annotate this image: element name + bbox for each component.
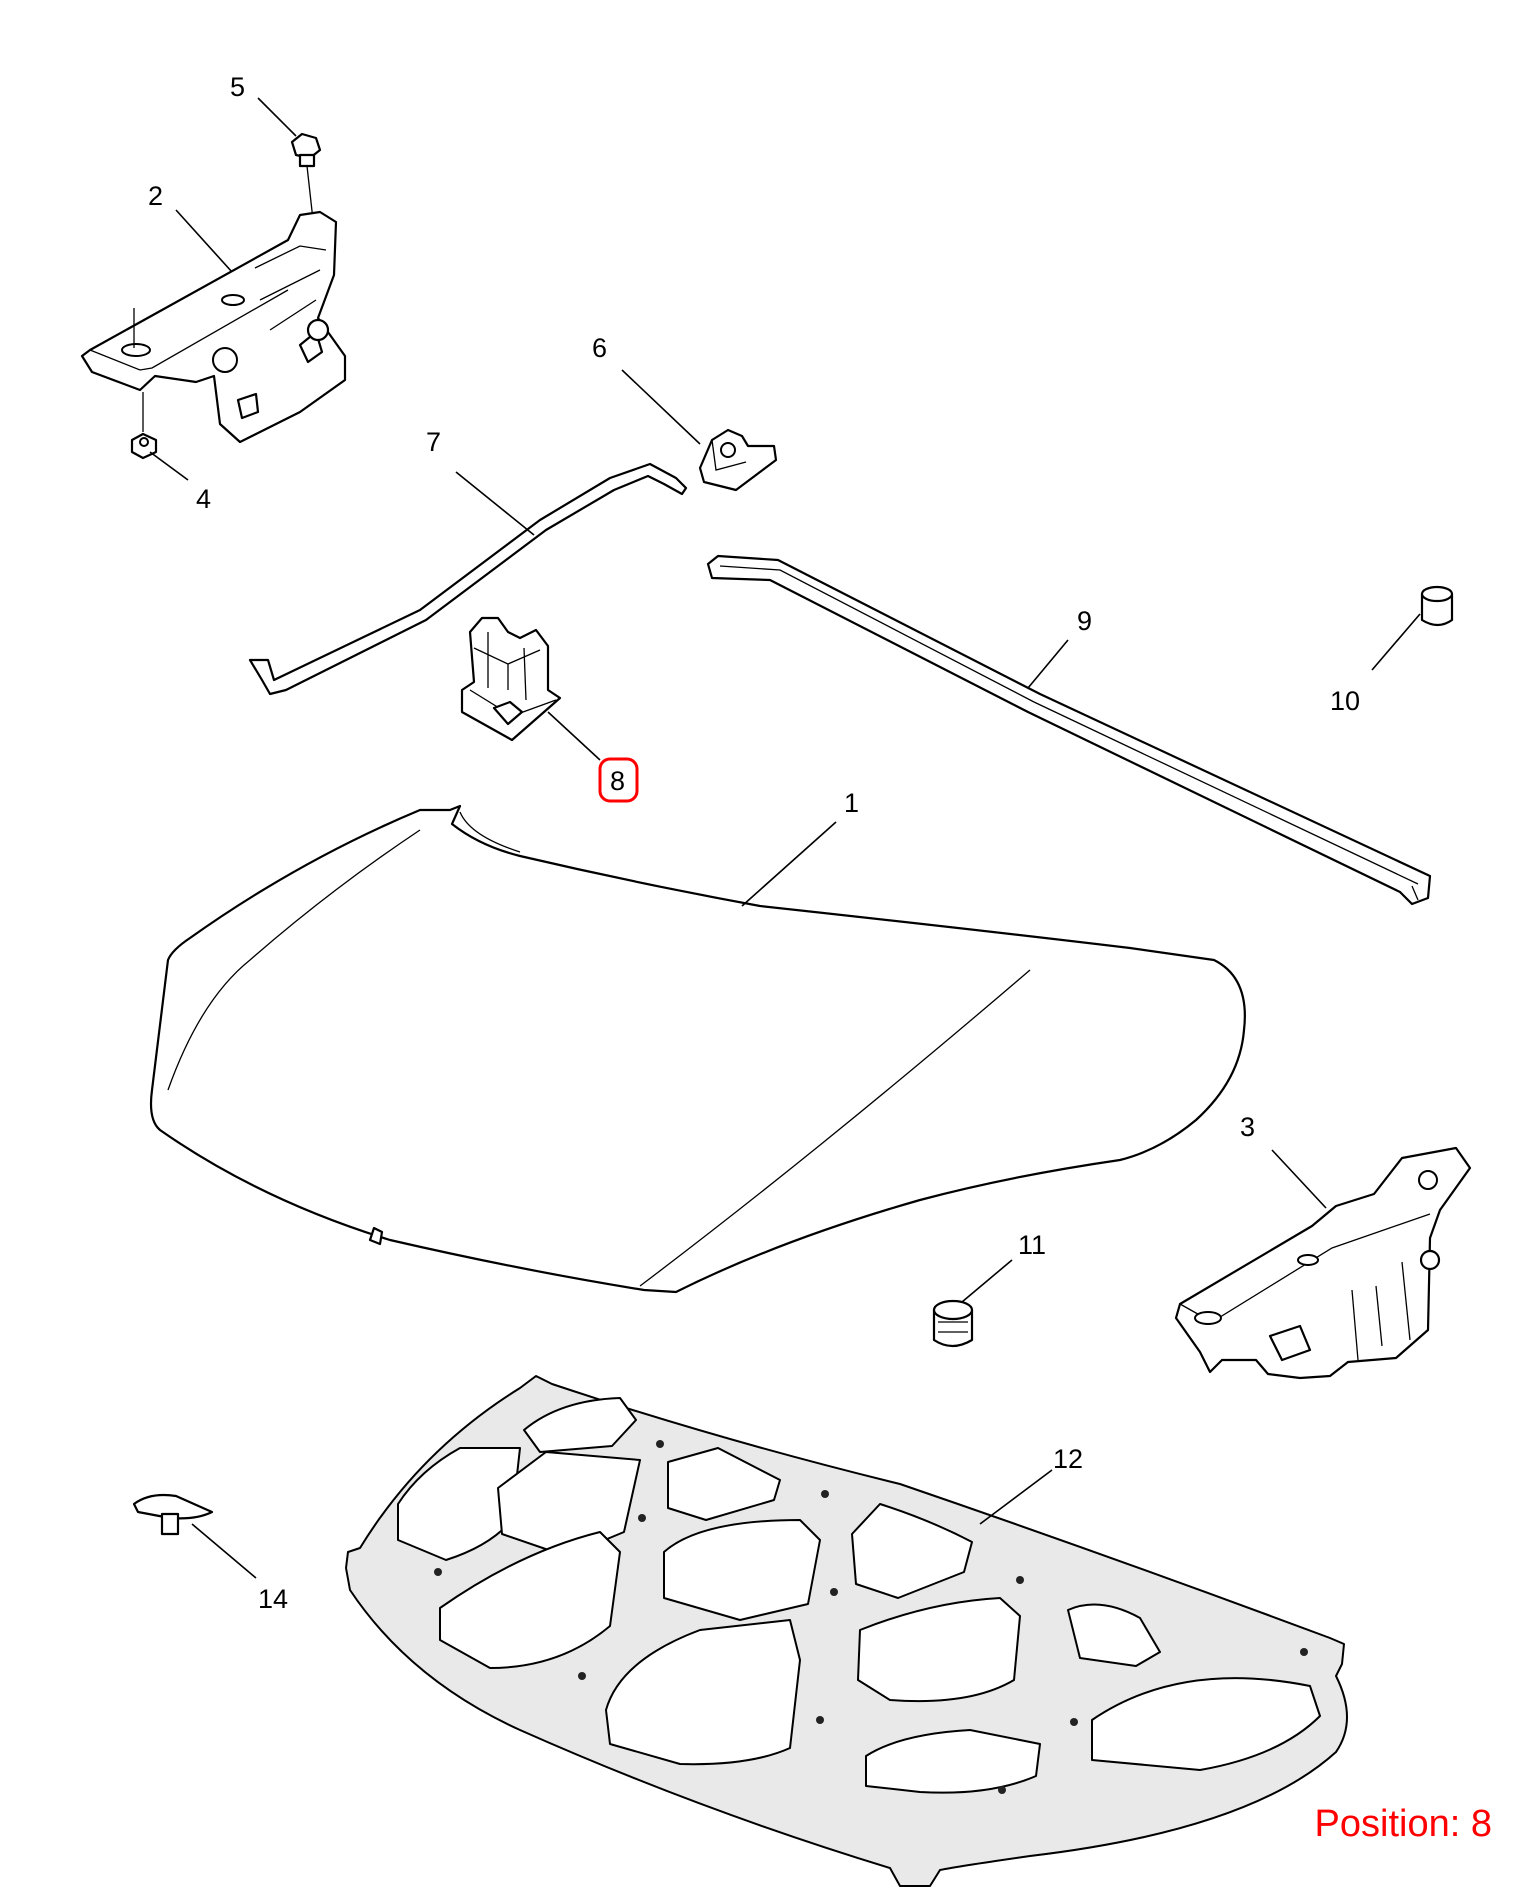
part-7-prop-rod — [248, 462, 688, 696]
callout-12[interactable]: 12 — [1053, 1444, 1083, 1474]
part-11-bumper-stop — [932, 1299, 974, 1348]
part-4-nut — [130, 392, 158, 460]
callout-9[interactable]: 9 — [1077, 606, 1092, 636]
part-14-push-pin — [132, 1493, 214, 1536]
callout-10[interactable]: 10 — [1330, 686, 1360, 716]
part-8-clip — [460, 616, 562, 742]
leader-lines — [149, 97, 1421, 1579]
callout-11[interactable]: 11 — [1018, 1230, 1046, 1260]
callout-7[interactable]: 7 — [426, 427, 441, 457]
callout-3[interactable]: 3 — [1240, 1112, 1255, 1142]
position-indicator: Position: 8 — [1314, 1803, 1492, 1845]
part-5-bolt — [290, 132, 322, 221]
callout-8-highlight — [598, 757, 639, 803]
callout-6[interactable]: 6 — [592, 333, 607, 363]
callout-4[interactable]: 4 — [196, 484, 211, 514]
part-3-hinge-right — [1174, 1146, 1472, 1380]
callout-8[interactable]: 8 — [610, 766, 625, 796]
callout-labels: 5 2 4 6 7 8 9 10 1 3 11 12 14 — [148, 72, 1360, 1614]
part-6-bracket — [698, 428, 778, 492]
part-1-hood — [149, 804, 1246, 1294]
callout-2[interactable]: 2 — [148, 181, 163, 211]
part-12-insulator — [345, 1375, 1348, 1887]
part-9-weatherstrip — [706, 554, 1432, 906]
callout-1[interactable]: 1 — [844, 788, 859, 818]
callout-14[interactable]: 14 — [258, 1584, 288, 1614]
part-2-hinge-left — [80, 210, 347, 444]
callout-5[interactable]: 5 — [230, 72, 245, 102]
part-10-grommet — [1420, 585, 1454, 627]
